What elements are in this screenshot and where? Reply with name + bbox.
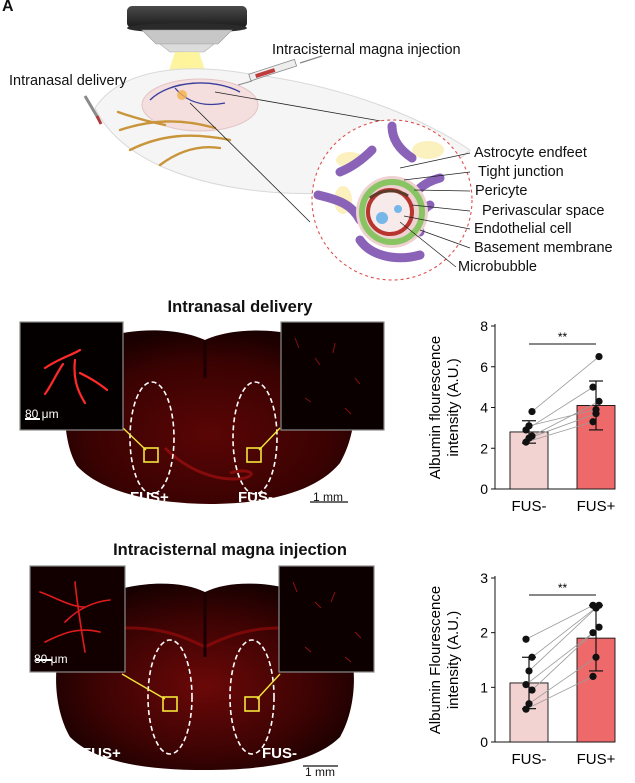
y-axis-label-line2: intensity (A.U.)	[445, 358, 462, 456]
nasal-syringe-icon	[83, 95, 103, 125]
panel-c-fus-plus: FUS+	[82, 745, 121, 762]
y-axis-label-line2: intensity (A.U.)	[445, 611, 462, 709]
data-point	[592, 653, 600, 661]
x-tick-label: FUS-	[512, 498, 547, 515]
data-point	[525, 422, 533, 430]
panel-b-inset-scale: 80 μm	[25, 407, 59, 421]
data-point	[522, 705, 530, 713]
data-point	[528, 686, 536, 694]
significance-label: **	[558, 330, 568, 344]
legend-tight-junction: Tight junction	[478, 164, 564, 180]
pair-line	[531, 605, 600, 658]
data-point	[522, 635, 530, 643]
panel-b-fus-minus: FUS-	[238, 489, 273, 506]
panel-c-fus-minus: FUS-	[262, 745, 297, 762]
panel-letter: A	[2, 0, 14, 15]
blood-brain-barrier-inset	[311, 119, 473, 281]
data-point	[589, 629, 597, 637]
pair-line	[525, 421, 594, 443]
y-tick-label: 2	[480, 440, 488, 456]
panel-c-title: Intracisternal magna injection	[113, 541, 347, 559]
y-tick-label: 0	[480, 481, 488, 497]
data-point	[525, 667, 533, 675]
data-point	[528, 432, 536, 440]
legend-pericyte: Pericyte	[475, 183, 528, 199]
pair-line	[531, 356, 600, 412]
y-axis-label-line1: Albumin flourescence	[427, 336, 444, 479]
icm-label: Intracisternal magna injection	[272, 42, 461, 58]
panel-c-brain-image	[29, 565, 375, 770]
schematic-illustration	[83, 6, 473, 281]
x-tick-label: FUS+	[577, 751, 616, 768]
pair-line	[525, 632, 594, 685]
y-tick-label: 3	[480, 570, 488, 586]
panel-b-title: Intranasal delivery	[167, 298, 313, 316]
panel-c-main-scale: 1 mm	[305, 765, 335, 779]
legend-astrocyte-endfeet: Astrocyte endfeet	[474, 145, 587, 161]
cisterna-syringe-icon	[237, 55, 323, 86]
pair-line	[525, 676, 594, 710]
data-point	[589, 601, 597, 609]
legend-basement-membrane: Basement membrane	[474, 240, 613, 256]
legend-microbubble: Microbubble	[458, 259, 537, 275]
y-tick-label: 0	[480, 734, 488, 750]
pair-line	[525, 604, 594, 640]
y-axis-label-line1: Albumin Flourescence	[427, 586, 444, 734]
y-axis-label: Albumin flourescenceintensity (A.U.)	[427, 336, 462, 479]
x-tick-label: FUS+	[577, 498, 616, 515]
legend-endothelial-cell: Endothelial cell	[474, 221, 572, 237]
data-point	[589, 383, 597, 391]
pair-line	[528, 413, 597, 439]
data-point	[522, 681, 530, 689]
pair-line	[525, 386, 594, 431]
x-tick-label: FUS-	[512, 751, 547, 768]
panel-b-main-scale: 1 mm	[313, 490, 343, 504]
y-axis-label: Albumin Flourescenceintensity (A.U.)	[427, 586, 462, 734]
pair-line	[531, 401, 600, 437]
y-tick-label: 6	[480, 359, 488, 375]
legend-perivascular-space: Perivascular space	[482, 203, 605, 219]
data-point	[525, 700, 533, 708]
chart-intranasal: Albumin flourescenceintensity (A.U.) 0 2 4 6…	[427, 318, 616, 515]
data-point	[592, 405, 600, 414]
pair-line	[528, 409, 597, 427]
y-tick-label: 2	[480, 625, 488, 641]
pair-line	[531, 626, 600, 691]
significance-label: **	[558, 581, 568, 595]
panel-b-brain-image	[19, 321, 385, 504]
data-point	[528, 407, 536, 416]
data-point	[595, 397, 603, 405]
panel-b-fus-plus: FUS+	[130, 489, 169, 506]
y-tick-label: 1	[480, 679, 488, 695]
data-point	[528, 653, 536, 661]
y-tick-label: 8	[480, 318, 488, 334]
intranasal-label: Intranasal delivery	[9, 73, 127, 89]
data-point	[595, 601, 603, 609]
data-point	[589, 418, 597, 426]
pair-line	[528, 607, 597, 672]
panel-c-inset-scale: 80 μm	[34, 652, 68, 666]
data-point	[589, 672, 597, 680]
data-point	[595, 352, 603, 361]
pair-line	[528, 656, 597, 705]
data-point	[595, 623, 603, 631]
y-tick-label: 4	[480, 400, 488, 416]
chart-icm: Albumin Flourescenceintensity (A.U.) 0 1 2 3…	[427, 570, 616, 768]
